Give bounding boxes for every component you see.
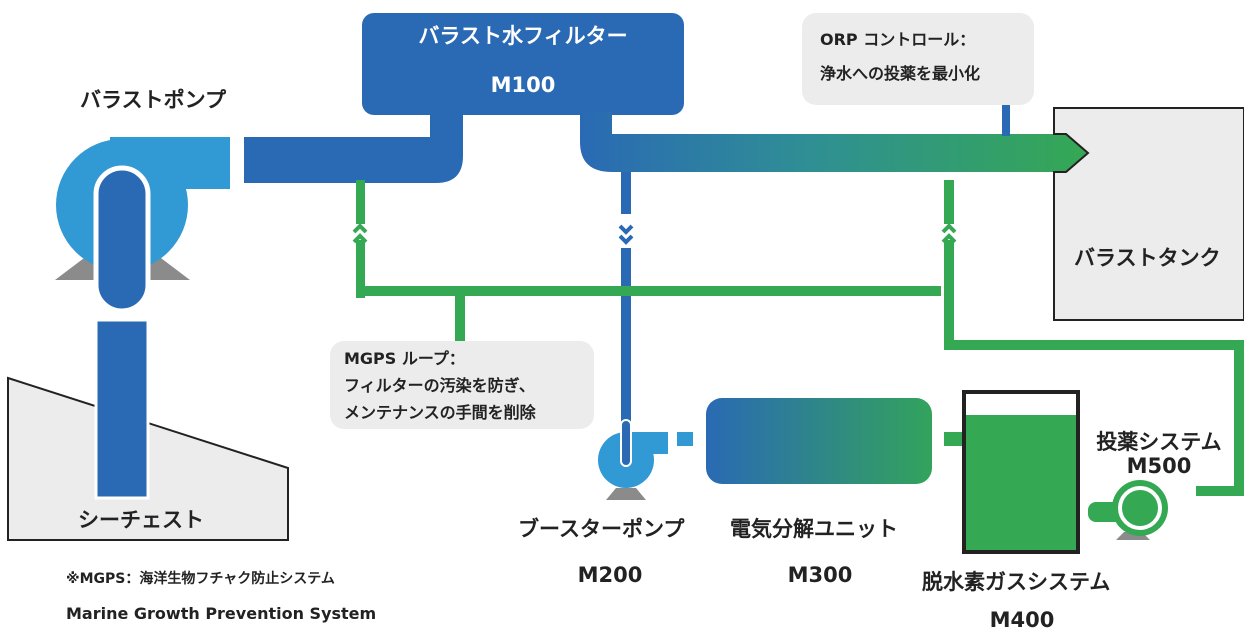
booster-feed-pipe xyxy=(621,172,631,214)
orp-note-line2: 浄水への投薬を最小化 xyxy=(820,64,981,83)
electrolysis-name: 電気分解ユニット xyxy=(730,517,898,541)
booster-drop-pipe xyxy=(621,248,631,471)
ballast-tank-label: バラストタンク xyxy=(1074,246,1221,270)
suction-pipe-upper xyxy=(93,165,151,314)
mgps-note-line1: MGPS ループ： xyxy=(344,349,465,368)
degas-fluid xyxy=(966,415,1076,550)
chevron-up-icon-2 xyxy=(352,233,368,244)
mgps-note-line2: フィルターの汚染を防ぎ、 xyxy=(344,376,535,395)
suction-pipe-lower xyxy=(94,318,150,500)
footnote-line2: Marine Growth Prevention System xyxy=(66,604,377,623)
filter-name: バラスト水フィルター xyxy=(418,24,628,48)
booster-pump-shape xyxy=(598,419,693,500)
filter-code: M100 xyxy=(490,73,556,97)
mgps-note-line3: メンテナンスの手間を削除 xyxy=(344,403,536,422)
electrolysis-unit xyxy=(706,398,932,484)
orp-note-line1: ORP コントロール： xyxy=(820,30,976,49)
ballast-pump-label: バラストポンプ xyxy=(80,88,226,112)
dosing-code: M500 xyxy=(1126,454,1192,478)
main-outlet-pipe xyxy=(580,112,1088,172)
chevron-up-icon xyxy=(352,223,368,234)
chevron-down-icon xyxy=(618,224,634,235)
mgps-note-bubble xyxy=(330,341,594,429)
chevron-up-icon-4 xyxy=(941,233,957,244)
chevron-down-icon-2 xyxy=(618,234,634,245)
electrolysis-code: M300 xyxy=(787,563,853,587)
sea-chest-label: シーチェスト xyxy=(78,508,204,532)
booster-pump-code: M200 xyxy=(577,563,643,587)
dosing-pump-shape xyxy=(1088,480,1168,540)
dosing-name: 投薬システム xyxy=(1096,430,1222,454)
green-piping xyxy=(356,180,1244,496)
orp-note-bubble xyxy=(802,13,1034,105)
filter-box xyxy=(362,13,684,115)
chevron-up-icon-3 xyxy=(941,223,957,234)
orp-connector xyxy=(1002,96,1010,136)
pipe-pump-to-filter xyxy=(244,112,463,183)
degas-name: 脱水素ガスシステム xyxy=(922,570,1111,594)
degas-code: M400 xyxy=(989,608,1055,632)
pipe-electrolysis-to-degas xyxy=(944,432,964,446)
footnote-line1: ※MGPS：海洋生物フチャク防止システム xyxy=(66,571,335,587)
ballast-tank xyxy=(1053,107,1244,321)
booster-pump-name: ブースターポンプ xyxy=(518,517,685,541)
